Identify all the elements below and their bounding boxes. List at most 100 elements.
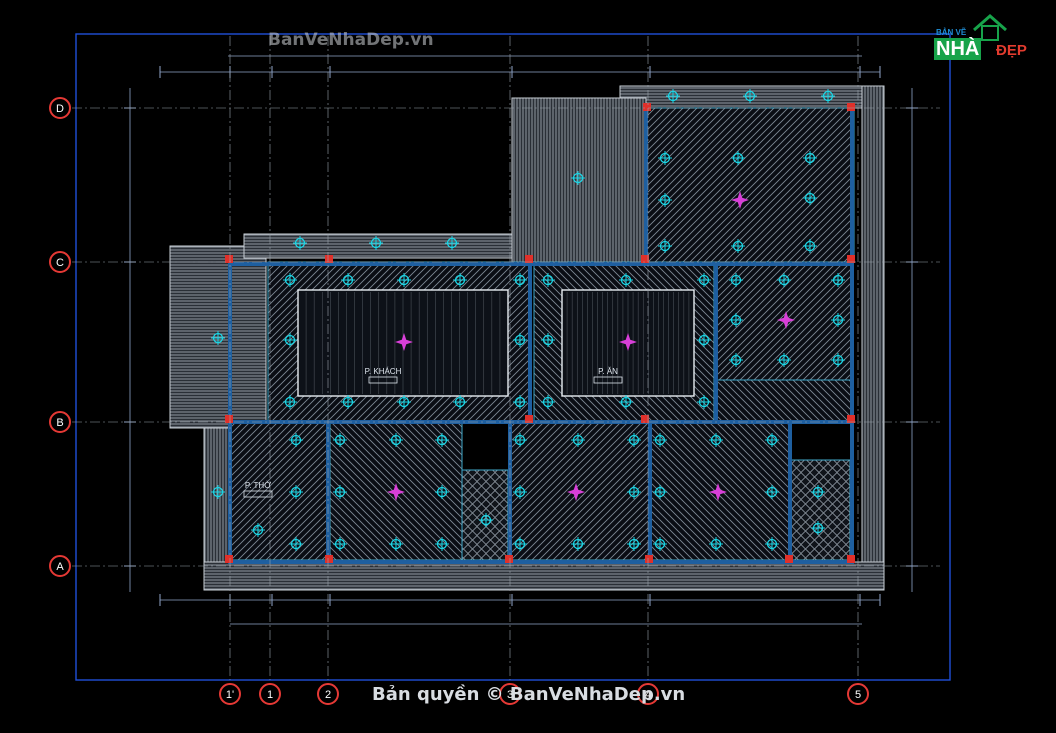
wall-segment bbox=[648, 422, 652, 560]
column-marker bbox=[847, 415, 855, 423]
ceiling-light-icon bbox=[571, 537, 585, 551]
grid-bubble-col bbox=[847, 683, 869, 705]
ceiling-light-icon bbox=[821, 89, 835, 103]
grid-row-label: D bbox=[56, 103, 64, 115]
ceiling-strip-area bbox=[861, 85, 885, 587]
ceiling-light-icon bbox=[777, 353, 791, 367]
column-marker bbox=[641, 415, 649, 423]
ceiling-light-icon bbox=[435, 537, 449, 551]
ceiling-light-icon bbox=[571, 171, 585, 185]
logo-text-small: BẢN VẼ bbox=[936, 28, 967, 37]
ceiling-light-icon bbox=[211, 485, 225, 499]
ceiling-light-icon bbox=[709, 537, 723, 551]
ceiling-light-icon bbox=[743, 89, 757, 103]
ceiling-light-icon bbox=[541, 395, 555, 409]
ceiling-light-icon bbox=[389, 537, 403, 551]
ceiling-light-icon bbox=[283, 395, 297, 409]
ceiling-light-icon bbox=[513, 433, 527, 447]
ceiling-light-icon bbox=[453, 395, 467, 409]
room-label-prayer: P. THỜ bbox=[245, 481, 271, 490]
ceiling-light-icon bbox=[571, 433, 585, 447]
ceiling-light-icon bbox=[619, 273, 633, 287]
ceiling-light-icon bbox=[709, 433, 723, 447]
ceiling-strip-area bbox=[203, 427, 231, 563]
ceiling-light-icon bbox=[513, 333, 527, 347]
watermark-bottom: Bản quyền © BanVeNhaDep.vn bbox=[372, 684, 686, 705]
ceiling-light-icon bbox=[435, 485, 449, 499]
ceiling-light-icon bbox=[803, 191, 817, 205]
ceiling-light-icon bbox=[453, 273, 467, 287]
grid-col-label: 4 bbox=[645, 689, 651, 701]
room-ceiling-zone bbox=[715, 379, 853, 423]
wall-segment bbox=[228, 560, 854, 564]
wall-segment bbox=[528, 262, 532, 422]
wall-segment bbox=[788, 422, 792, 560]
ceiling-light-icon bbox=[627, 433, 641, 447]
column-marker bbox=[847, 555, 855, 563]
wall-segment bbox=[644, 104, 648, 264]
ceiling-light-icon bbox=[211, 331, 225, 345]
column-marker bbox=[785, 555, 793, 563]
ceiling-light-icon bbox=[397, 395, 411, 409]
ceiling-light-icon bbox=[831, 273, 845, 287]
ceiling-fan-icon bbox=[395, 333, 413, 351]
ceiling-light-icon bbox=[803, 151, 817, 165]
column-marker bbox=[525, 255, 533, 263]
room-label-box bbox=[368, 376, 398, 384]
ceiling-light-icon bbox=[697, 395, 711, 409]
ceiling-fan-icon bbox=[709, 483, 727, 501]
ceiling-light-icon bbox=[658, 151, 672, 165]
room-label-box bbox=[593, 376, 623, 384]
column-marker bbox=[847, 103, 855, 111]
ceiling-strip-area bbox=[511, 97, 647, 263]
ceiling-light-icon bbox=[369, 236, 383, 250]
ceiling-light-icon bbox=[627, 485, 641, 499]
ceiling-light-icon bbox=[283, 273, 297, 287]
room-ceiling-zone bbox=[789, 459, 851, 561]
wall-segment bbox=[228, 262, 232, 564]
grid-row-label: B bbox=[56, 417, 63, 429]
logo-text-nha: NHÀ bbox=[934, 38, 982, 60]
column-marker bbox=[643, 103, 651, 111]
ceiling-light-icon bbox=[445, 236, 459, 250]
ceiling-light-icon bbox=[697, 333, 711, 347]
house-logo-icon bbox=[973, 14, 1007, 41]
ceiling-light-icon bbox=[513, 273, 527, 287]
ceiling-light-icon bbox=[333, 485, 347, 499]
ceiling-light-icon bbox=[397, 273, 411, 287]
ceiling-fan-icon bbox=[387, 483, 405, 501]
logo-text-dep: ĐẸP bbox=[996, 42, 1027, 59]
brand-logo: BẢN VẼ NHÀ ĐẸP bbox=[934, 12, 1046, 64]
drawing-border bbox=[75, 33, 951, 681]
ceiling-light-icon bbox=[289, 485, 303, 499]
ceiling-light-icon bbox=[653, 433, 667, 447]
ceiling-light-icon bbox=[541, 273, 555, 287]
ceiling-light-icon bbox=[541, 333, 555, 347]
ceiling-light-icon bbox=[729, 313, 743, 327]
grid-bubble-col bbox=[259, 683, 281, 705]
ceiling-light-icon bbox=[341, 273, 355, 287]
ceiling-light-icon bbox=[765, 433, 779, 447]
column-marker bbox=[325, 555, 333, 563]
ceiling-light-icon bbox=[831, 353, 845, 367]
grid-bubble-row bbox=[49, 97, 71, 119]
ceiling-light-icon bbox=[697, 273, 711, 287]
ceiling-light-icon bbox=[811, 521, 825, 535]
column-marker bbox=[641, 255, 649, 263]
ceiling-light-icon bbox=[811, 485, 825, 499]
grid-row-label: C bbox=[56, 257, 64, 269]
grid-col-label: 2 bbox=[325, 689, 331, 701]
ceiling-light-icon bbox=[658, 193, 672, 207]
grid-col-label: 1 bbox=[267, 689, 273, 701]
ceiling-fan-icon bbox=[619, 333, 637, 351]
grid-bubble-col bbox=[499, 683, 521, 705]
ceiling-light-icon bbox=[731, 239, 745, 253]
ceiling-light-icon bbox=[765, 485, 779, 499]
ceiling-light-icon bbox=[666, 89, 680, 103]
ceiling-light-icon bbox=[731, 151, 745, 165]
grid-bubble-col bbox=[637, 683, 659, 705]
ceiling-light-icon bbox=[341, 395, 355, 409]
ceiling-light-icon bbox=[251, 523, 265, 537]
